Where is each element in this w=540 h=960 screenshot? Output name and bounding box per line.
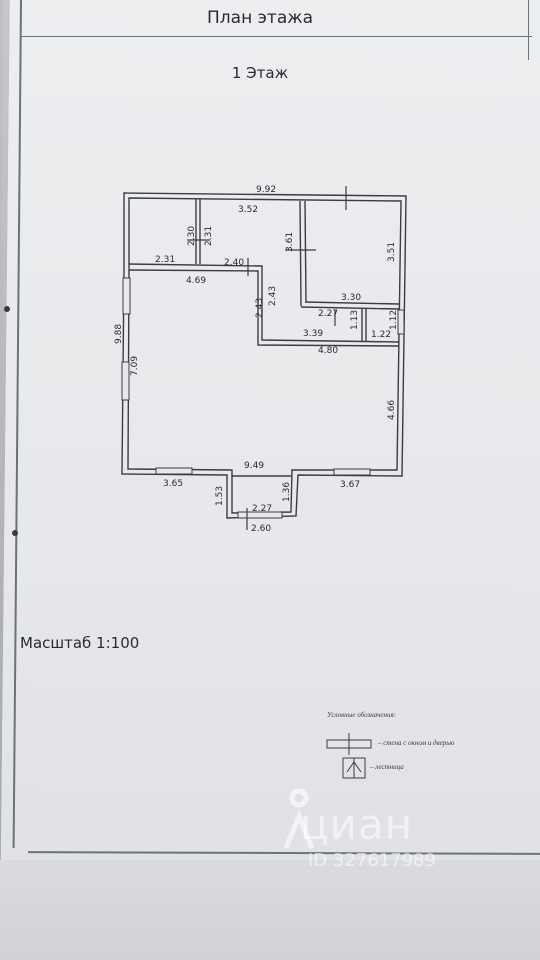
window-porch: [237, 511, 283, 519]
legend-wall-text: – стена с окном и дверью: [378, 739, 455, 747]
dim-top-room-width: 3.52: [238, 205, 258, 215]
dim-room-right-width: 3.30: [341, 293, 361, 303]
dim-living-height: 7.09: [130, 356, 140, 376]
wall-right-room-bottom-b: [300, 306, 400, 310]
dim-left-room-width: 2.31: [155, 255, 175, 265]
dim-room-right-height: 3.61: [285, 232, 295, 252]
dim-hall-width: 2.27: [318, 309, 338, 319]
window-left-lower: [121, 361, 130, 401]
wall-right-room-left-b: [304, 200, 307, 303]
wall-corridor-bottom: [128, 263, 400, 343]
dim-hall-height-b: 2.43: [268, 286, 278, 306]
window-left: [122, 277, 131, 315]
binder-hole-bottom: [12, 530, 18, 536]
dim-total-width: 9.92: [256, 185, 276, 195]
dim-corridor-height-a: 2.30: [187, 226, 197, 246]
binder-hole-top: [4, 306, 10, 312]
wall-right-room-bottom: [304, 301, 400, 305]
dim-small-room-width: 1.22: [371, 330, 391, 340]
window-bottom-right: [333, 468, 371, 476]
floor-label: 1 Этаж: [231, 64, 289, 82]
dim-room-right-height-b: 3.51: [387, 242, 397, 262]
dim-corridor-height-b: 2.31: [204, 226, 214, 246]
lower-paper: [0, 860, 540, 960]
dim-bath-height: 1.13: [350, 310, 360, 330]
window-bottom-left: [155, 467, 193, 475]
scale-label: Масштаб 1:100: [20, 634, 140, 652]
frame-title-line: [20, 36, 532, 38]
page-title: План этажа: [207, 8, 313, 28]
dim-window-right: 3.67: [340, 480, 360, 490]
legend-title: Условные обозначения:: [327, 711, 397, 719]
legend-stairs-text: – лестница: [370, 763, 404, 771]
dim-total-height: 9.88: [114, 324, 124, 344]
dim-hall-height-a: 2.43: [255, 298, 265, 318]
wall-corridor-bottom-b: [128, 269, 400, 347]
dim-porch-inner: 2.27: [252, 504, 272, 514]
dim-porch-height-right: 1.36: [282, 482, 292, 502]
watermark-id: ID 327617989: [308, 850, 436, 871]
window-right-small: [397, 309, 405, 335]
dim-window-left: 3.65: [163, 479, 183, 489]
dim-bottom-width: 9.49: [244, 461, 264, 471]
dim-bath-width: 3.39: [303, 329, 323, 339]
outer-wall-outer: [121, 192, 407, 519]
dim-kitchen-width: 4.80: [318, 346, 338, 356]
dim-living-width: 4.69: [186, 276, 206, 286]
frame-right-border: [528, 0, 530, 60]
dim-porch-height-left: 1.53: [215, 486, 225, 506]
watermark-brand: циан: [300, 800, 414, 849]
dim-small-room-height: 1.12: [389, 310, 399, 330]
outer-wall-inner: [127, 197, 402, 514]
cian-logo-icon: [283, 788, 315, 849]
dim-porch-outer: 2.60: [251, 524, 271, 534]
dim-kitchen-height: 4.66: [387, 400, 397, 420]
wall-right-room-left: [299, 200, 302, 307]
dim-passage-width: 2.40: [224, 258, 244, 268]
